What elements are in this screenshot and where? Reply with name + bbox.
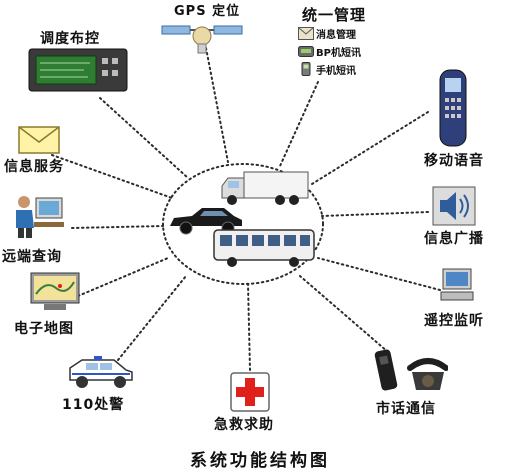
unified-label: 统一管理: [302, 6, 367, 24]
diagram-title: 系统功能结构图: [190, 451, 330, 471]
handset-icon: [439, 69, 467, 147]
rescue-label: 急救求助: [214, 417, 274, 433]
city-phone-label: 市话通信: [376, 401, 436, 417]
remote-query-label: 远端查询: [2, 249, 62, 265]
unified-item-label: 手机短讯: [316, 65, 356, 77]
pager-icon: [298, 45, 314, 57]
spoke-police: [117, 275, 187, 361]
phone-icon: [301, 62, 311, 76]
satellite-icon: [161, 25, 243, 54]
list-item: 手机短讯: [298, 60, 374, 78]
computer-user-icon: [16, 196, 64, 238]
spoke-remote-monitor: [317, 257, 441, 291]
spoke-gps: [205, 47, 229, 163]
envelope-icon: [18, 126, 60, 154]
red-cross-icon: [230, 372, 270, 412]
spoke-dispatch: [99, 97, 189, 179]
center-oval: [162, 163, 324, 285]
computer-icon: [440, 268, 474, 301]
message-envelope-icon: [298, 26, 314, 40]
police-label: 110处警: [62, 397, 125, 413]
e-map-label: 电子地图: [14, 321, 74, 337]
speaker-icon: [432, 186, 476, 226]
remote-monitor-label: 遥控监听: [424, 313, 484, 329]
broadcast-label: 信息广播: [424, 231, 484, 247]
bus-icon: [213, 229, 315, 267]
spoke-e-map: [77, 257, 169, 297]
list-item: BP机短讯: [298, 42, 374, 60]
spoke-mobile-voice: [311, 111, 429, 185]
mobile-voice-label: 移动语音: [424, 153, 484, 169]
spoke-rescue: [247, 283, 251, 371]
info-service-label: 信息服务: [4, 159, 64, 175]
dispatch-console-icon: [28, 48, 128, 92]
police-car-icon: [69, 356, 133, 388]
dispatch-label: 调度布控: [40, 31, 100, 47]
spoke-info-service: [51, 154, 173, 199]
gps-label: GPS 定位: [174, 4, 241, 19]
spoke-city-phone: [299, 275, 389, 353]
truck-icon: [221, 171, 309, 205]
telephones-icon: [374, 349, 448, 391]
spoke-remote-query: [71, 225, 164, 229]
unified-item-label: 消息管理: [316, 29, 356, 41]
map-screen-icon: [30, 272, 80, 310]
spoke-broadcast: [321, 211, 429, 217]
list-item: 消息管理: [298, 24, 374, 42]
unified-item-label: BP机短讯: [316, 47, 361, 59]
spoke-unified: [279, 81, 319, 167]
